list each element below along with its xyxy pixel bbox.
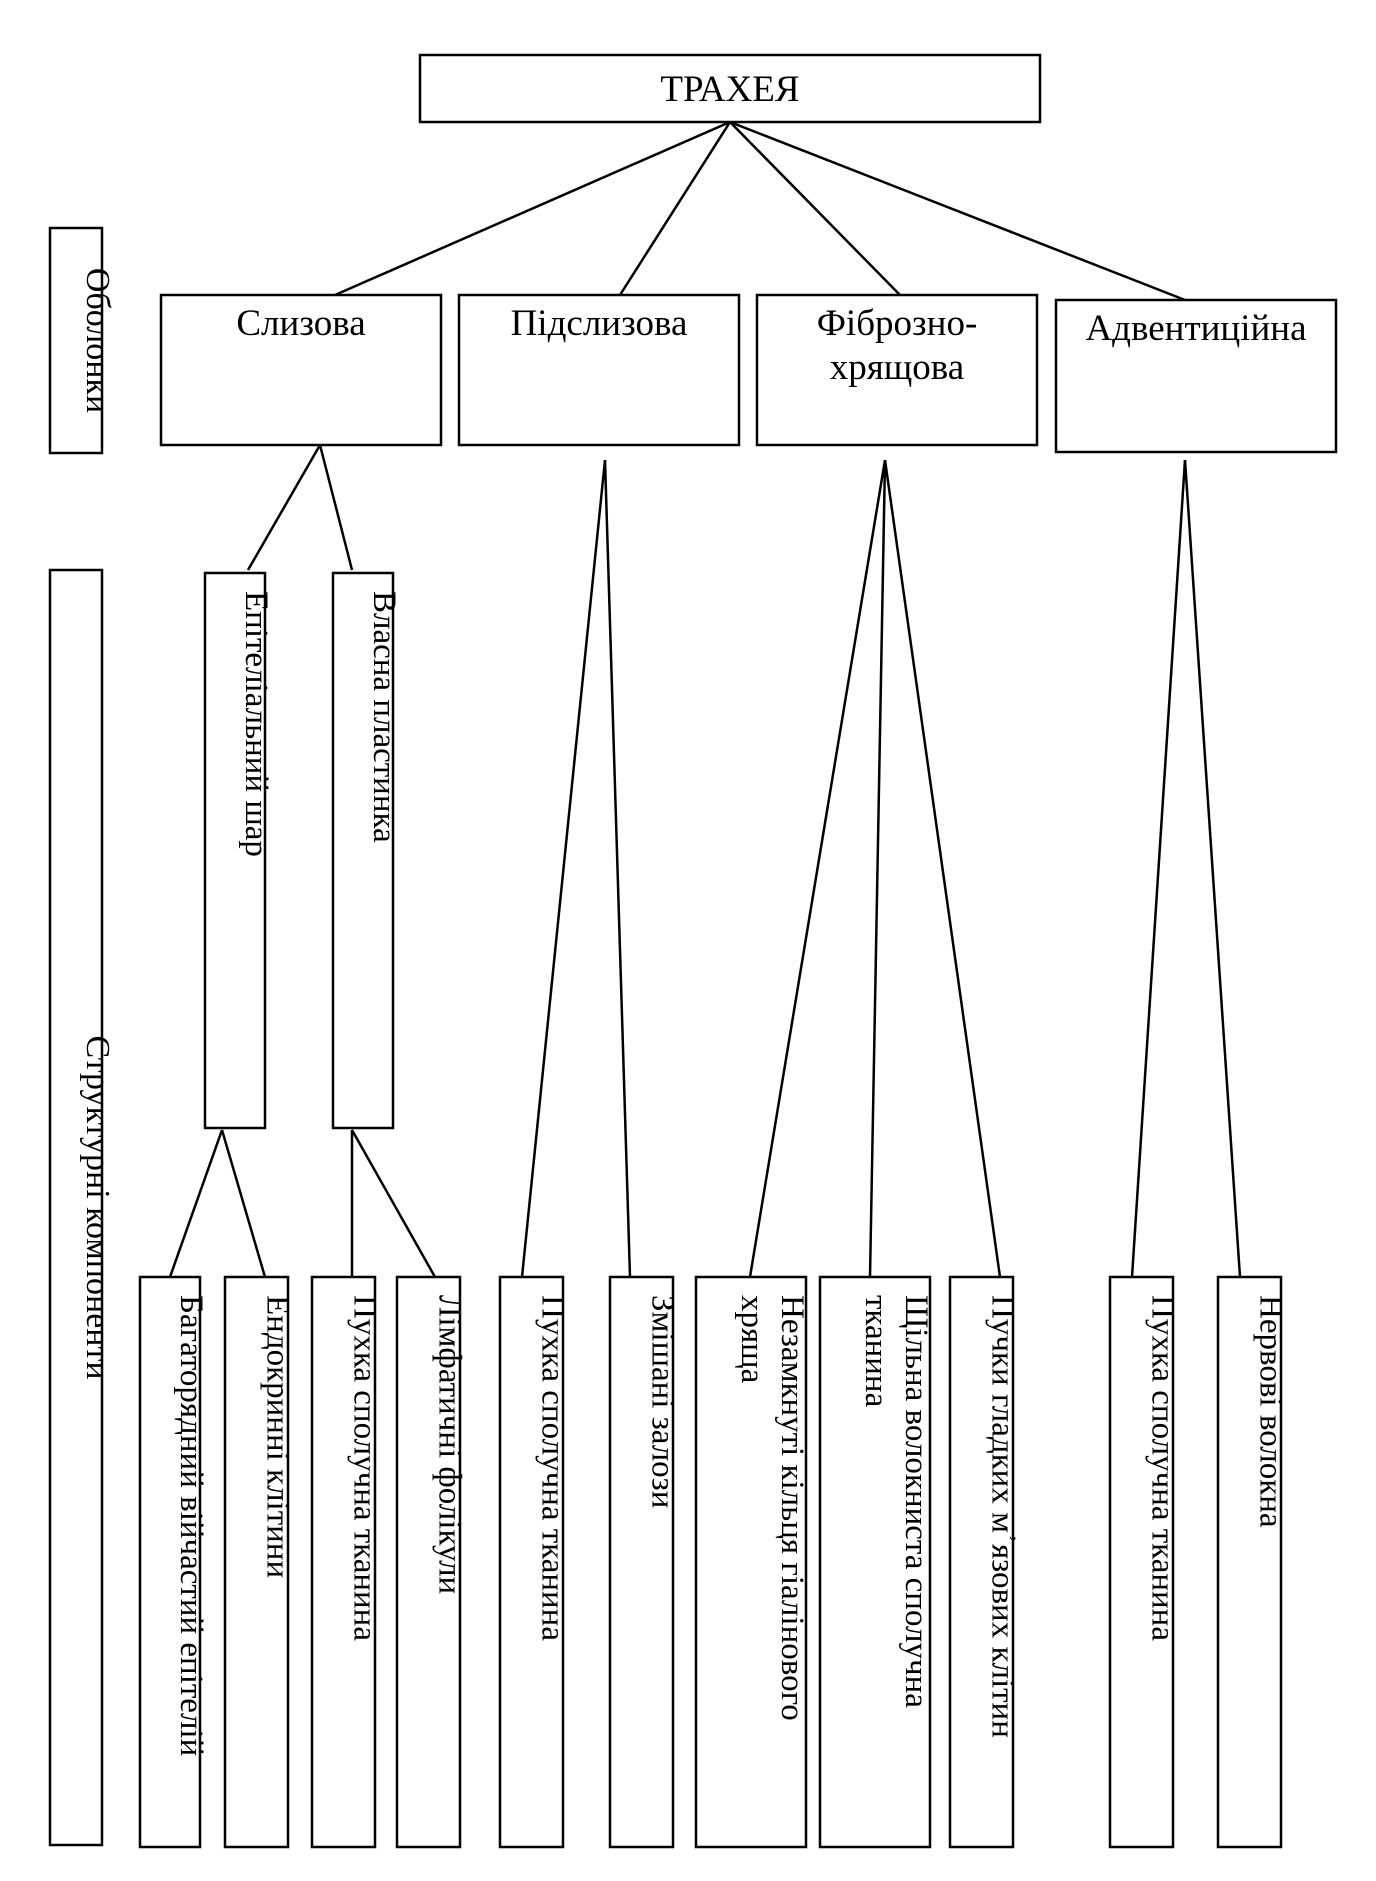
component-box-c7: [694, 1275, 808, 1849]
root-label: ТРАХЕЯ: [660, 69, 799, 110]
membrane-label-submucous: Підслизова: [511, 303, 688, 344]
edge-root-to-membrane-2: [618, 121, 732, 296]
membrane-box-submucous: [457, 293, 741, 447]
membrane-box-fibro: [755, 293, 1039, 447]
membrane-label-mucous: Слизова: [236, 303, 365, 344]
side-label-components-box: [48, 568, 104, 1847]
component-label-c9: Пучки гладких м᾿язових клітин: [985, 1295, 1021, 1738]
component-label-c7: Незамкнуті кільця гіалінового: [774, 1295, 810, 1721]
edge-fibro-to-c8: [868, 459, 887, 1278]
edge-lamina-to-c4: [350, 1129, 437, 1278]
sublayer-label-lamina: Власна пластинка: [366, 591, 402, 843]
component-box-c4: [395, 1275, 462, 1849]
membrane-label-adventitia: Адвентиційна: [1085, 308, 1306, 349]
component-label-c1: Багаторядний війчастий епітелій: [173, 1295, 209, 1756]
membrane-box-mucous: [159, 293, 443, 447]
sublayer-box-lamina: [331, 571, 395, 1130]
edge-submucous-to-c5: [520, 459, 607, 1278]
sublayer-label-epithelial: Епітеліальний шар: [238, 591, 274, 857]
sublayer-box-epithelial: [203, 571, 267, 1130]
edge-root-to-membrane-1: [334, 120, 731, 297]
component-label-c7: хряща: [734, 1295, 770, 1384]
edge-epithelial-to-c2: [220, 1129, 267, 1278]
edge-mucous-to-sublayer-2: [318, 444, 354, 571]
component-label-c3: Пухка сполучна тканина: [347, 1295, 383, 1641]
component-box-c5: [498, 1275, 565, 1849]
component-box-c11: [1216, 1275, 1283, 1849]
component-box-c6: [608, 1275, 675, 1849]
component-box-c3: [310, 1275, 377, 1849]
edge-fibro-to-c9: [883, 459, 1002, 1278]
connector-lines: [168, 120, 1242, 1278]
component-label-c10: Пухка сполучна тканина: [1145, 1295, 1181, 1641]
component-label-c6: Змішані залози: [645, 1295, 681, 1508]
edge-submucous-to-c6: [603, 459, 632, 1278]
edge-fibro-to-c7: [748, 459, 887, 1278]
membrane-label-fibro: хрящова: [830, 347, 964, 388]
root-box: [418, 53, 1042, 124]
component-label-c11: Нервові волокна: [1253, 1295, 1289, 1528]
membrane-label-fibro: Фіброзно-: [817, 303, 978, 344]
component-label-c5: Пухка сполучна тканина: [535, 1295, 571, 1641]
component-label-c4: Лімфатичні фолікули: [432, 1295, 468, 1594]
component-label-c2: Ендокринні клітини: [260, 1295, 296, 1578]
edge-adventitia-to-c10: [1130, 459, 1187, 1278]
side-label-membranes: Оболонки: [79, 268, 116, 413]
edge-root-to-membrane-3: [729, 121, 901, 296]
side-label-membranes-box: [48, 226, 104, 455]
membrane-box-adventitia: [1054, 298, 1338, 454]
edge-mucous-to-sublayer-1: [246, 444, 322, 571]
edge-epithelial-to-c1: [168, 1129, 224, 1278]
side-label-components: Структурні компоненти: [79, 1035, 116, 1379]
component-box-c1: [138, 1275, 202, 1849]
edge-root-to-membrane-4: [729, 120, 1186, 302]
component-label-c8: Щільна волокниста сполучна: [898, 1295, 934, 1708]
component-box-c9: [948, 1275, 1015, 1849]
component-box-c10: [1108, 1275, 1175, 1849]
component-label-c8: тканина: [858, 1295, 894, 1408]
edge-adventitia-to-c11: [1183, 459, 1242, 1278]
component-box-c2: [223, 1275, 290, 1849]
component-box-c8: [818, 1275, 932, 1849]
